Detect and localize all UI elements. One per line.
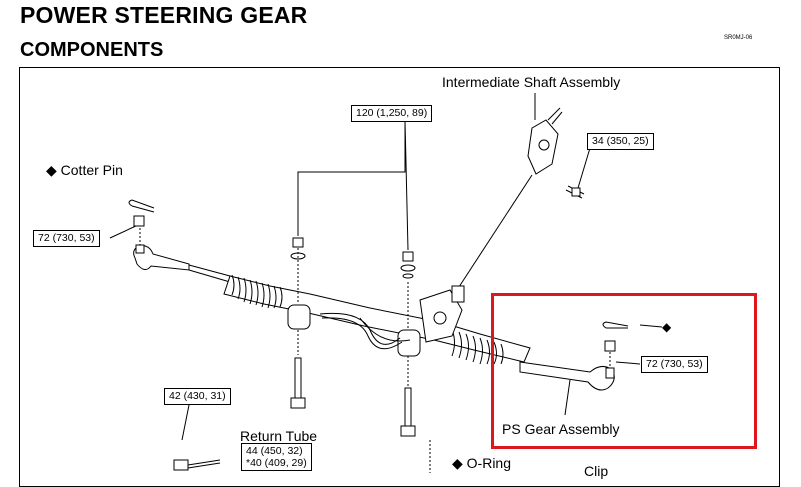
clip-label: Clip xyxy=(584,463,609,479)
cotter-pin-label: ◆ Cotter Pin xyxy=(46,162,123,178)
torque-return-tube-a: 44 (450, 32) xyxy=(246,445,303,457)
section-subtitle: COMPONENTS xyxy=(20,39,164,61)
left-tie-rod-end xyxy=(133,244,231,283)
torque-mount-bolt: 120 (1,250, 89) xyxy=(351,105,433,122)
ps-gear-highlight-box xyxy=(491,293,757,449)
bolt-42 xyxy=(173,459,221,471)
right-tie-rod-end xyxy=(519,361,615,391)
torque-lower-bolt: 42 (430, 31) xyxy=(164,388,231,405)
o-ring-label: ◆ O-Ring xyxy=(452,455,512,471)
ps-gear-assembly-label: PS Gear Assembly xyxy=(502,421,620,437)
mount-hardware xyxy=(290,237,416,279)
leader-lines xyxy=(109,93,663,441)
right-cotter-pin xyxy=(602,321,629,352)
torque-shaft-bolt: 34 (350, 25) xyxy=(587,133,654,150)
intermediate-shaft xyxy=(527,107,563,175)
torque-return-tube-b: *40 (409, 29) xyxy=(246,457,307,469)
steering-gear-illustration xyxy=(109,93,663,473)
torque-right-tie-rod-nut: 72 (730, 53) xyxy=(641,356,708,373)
return-tube-label: Return Tube xyxy=(240,428,318,444)
lower-bolts xyxy=(290,330,416,437)
torque-return-tube: 44 (450, 32) *40 (409, 29) xyxy=(241,443,312,471)
figure-code: SR0MJ-06 xyxy=(724,35,753,41)
left-cotter-pin xyxy=(128,199,155,227)
torque-left-tie-rod-nut: 72 (730, 53) xyxy=(33,230,100,247)
diamond-marker: ◆ xyxy=(662,320,672,334)
page-title: POWER STEERING GEAR xyxy=(20,2,308,28)
intermediate-shaft-label: Intermediate Shaft Assembly xyxy=(442,74,621,90)
shaft-bolt xyxy=(565,185,585,199)
rack-housing xyxy=(223,274,531,365)
